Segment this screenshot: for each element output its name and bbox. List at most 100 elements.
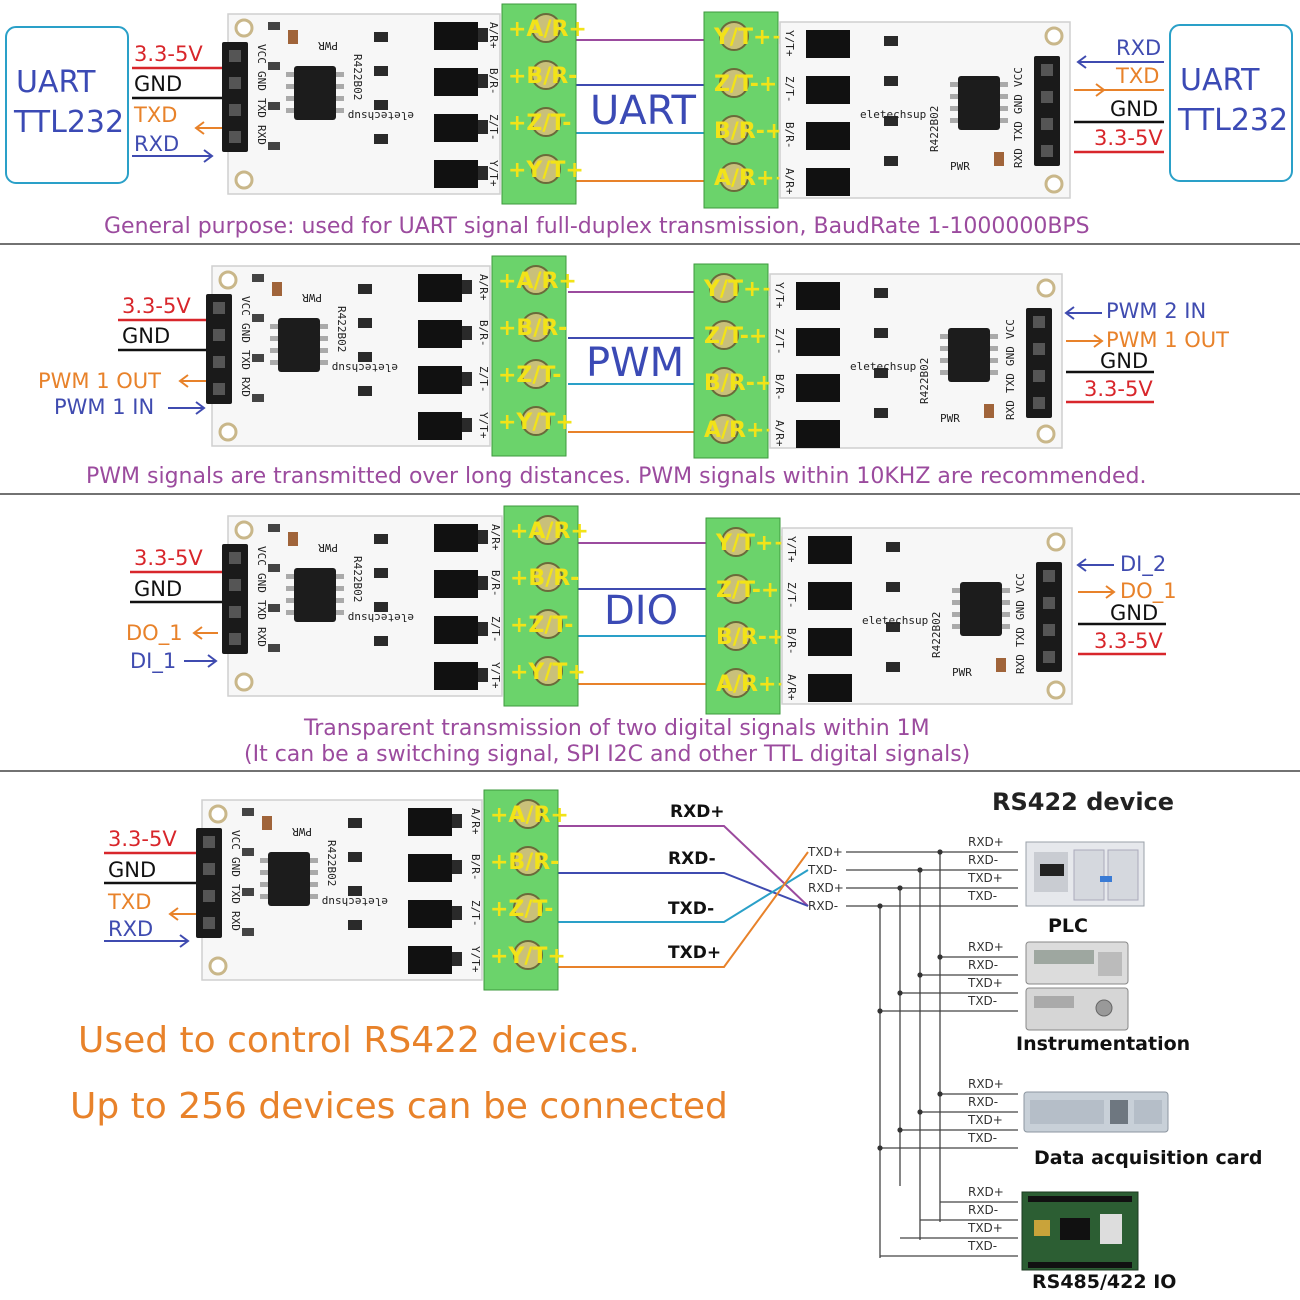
terminal-label-3: +Y/T+ — [498, 410, 574, 435]
section-dio: 3.3-5V GND DO_1 DI_1 DI_2 DO_1 GND 3.3-5… — [126, 542, 1177, 767]
s3-left-gnd: GND — [134, 577, 182, 601]
s3-right-do1: DO_1 — [1120, 579, 1177, 604]
device-bus-label: RXD- — [968, 853, 998, 867]
bus-label-txdm: TXD- — [807, 863, 837, 877]
pin-label-gnd: GND — [1012, 94, 1025, 114]
s1-left-gnd: GND — [134, 72, 182, 96]
bus-lines — [846, 851, 1018, 1258]
s2-caption: PWM signals are transmitted over long di… — [86, 464, 1146, 489]
board-s3-left: VCCGNDTXDRXDR422B02PWReletechsupA/R+B/R-… — [222, 505, 589, 707]
s1-left-txd: TXD — [133, 103, 177, 127]
chip-label: R422B02 — [335, 306, 348, 352]
device-bus-label: TXD- — [967, 889, 997, 903]
terminal-label-0: +A/R+ — [508, 17, 587, 42]
terminal-label-2: B/R-+ — [716, 625, 785, 650]
brand-label: eletechsup — [322, 895, 388, 908]
pin-label-txd: TXD — [229, 884, 242, 904]
brand-label: eletechsup — [348, 611, 414, 624]
terminal-label-0: Y/T++ — [713, 25, 790, 50]
brand-label: eletechsup — [332, 361, 398, 374]
s1-caption: General purpose: used for UART signal fu… — [104, 214, 1090, 239]
s2-left-pwmin: PWM 1 IN — [54, 395, 154, 419]
pin-label-txd: TXD — [255, 98, 268, 118]
s3-right-vcc: 3.3-5V — [1094, 629, 1163, 653]
s1-left-rxd-arrow — [203, 149, 214, 163]
edge-label-0: Y/T+ — [785, 536, 798, 563]
edge-label-2: Z/T- — [489, 616, 502, 643]
pwr-label: PWR — [292, 825, 312, 838]
chip — [294, 66, 336, 120]
terminal-label-1: Z/T-+ — [714, 72, 777, 97]
pin-label-gnd: GND — [255, 71, 268, 91]
pin-header — [1034, 56, 1060, 166]
s1-left-txd-arrow — [194, 121, 205, 135]
s4-wire-label-txdm: TXD- — [668, 899, 714, 919]
s1-right-rxd-arrow — [1076, 55, 1087, 69]
brand-label: eletechsup — [850, 360, 916, 373]
pin-header — [196, 828, 222, 938]
edge-label-3: A/R+ — [783, 168, 796, 195]
s4-left-rxd-arrow — [179, 934, 190, 948]
edge-label-1: Z/T- — [773, 328, 786, 355]
pin-label-gnd: GND — [1004, 346, 1017, 366]
terminal-label-2: +Z/T- — [510, 613, 573, 638]
edge-label-1: B/R- — [489, 570, 502, 597]
edge-label-2: B/R- — [783, 122, 796, 149]
pin-label-vcc: VCC — [239, 296, 252, 316]
pwr-label: PWR — [302, 291, 322, 304]
terminal-label-3: +Y/T+ — [490, 944, 566, 969]
device-bus-label: TXD+ — [967, 976, 1003, 990]
device-bus-label: RXD+ — [968, 1185, 1004, 1199]
device-bus-label: RXD- — [968, 958, 998, 972]
edge-label-3: Y/T+ — [469, 946, 482, 973]
note-control: Used to control RS422 devices. — [78, 1020, 640, 1061]
s2-right-pwm2in: PWM 2 IN — [1106, 299, 1206, 323]
s3-right-do1-arrow — [1105, 585, 1116, 599]
s1-right-txd: TXD — [1115, 64, 1159, 88]
pin-label-rxd: RXD — [1014, 654, 1027, 674]
s2-right-gnd: GND — [1100, 349, 1148, 373]
pin-label-rxd: RXD — [239, 377, 252, 397]
terminal-label-2: B/R-+ — [714, 119, 783, 144]
board-s1-right: Y/T++Z/T-+B/R-+A/R++Y/T+Z/T-B/R-A/R+R422… — [703, 11, 1071, 209]
s1-right-rxd: RXD — [1116, 36, 1161, 60]
pin-header — [206, 294, 232, 404]
brand-label: eletechsup — [348, 109, 414, 122]
chip — [294, 568, 336, 622]
s4-wire-label-txdp: TXD+ — [668, 943, 721, 963]
device-bus-label: RXD+ — [968, 835, 1004, 849]
edge-label-2: Z/T- — [487, 114, 500, 141]
board-s2-right: Y/T++Z/T-+B/R-+A/R++Y/T+Z/T-B/R-A/R+R422… — [693, 263, 1063, 459]
terminal-label-3: +Y/T+ — [510, 660, 586, 685]
terminal-label-3: +Y/T+ — [508, 158, 584, 183]
s1-right-vcc: 3.3-5V — [1094, 126, 1163, 150]
s2-left-pwmout-arrow — [178, 374, 189, 388]
terminal-label-1: Z/T-+ — [716, 578, 779, 603]
chip — [948, 328, 990, 382]
pin-label-vcc: VCC — [1004, 319, 1017, 339]
s2-left-pwmin-arrow — [195, 401, 206, 415]
pin-label-gnd: GND — [1014, 600, 1027, 620]
device-bus-label: TXD- — [967, 994, 997, 1008]
terminal-label-2: +Z/T- — [490, 897, 553, 922]
device-instrumentation-label: Instrumentation — [1016, 1033, 1190, 1055]
brand-label: eletechsup — [860, 108, 926, 121]
pin-label-gnd: GND — [255, 573, 268, 593]
chip-label: R422B02 — [930, 612, 943, 658]
s2-right-pwm1out-arrow — [1093, 334, 1104, 348]
brand-label: eletechsup — [862, 614, 928, 627]
device-bus-label: TXD+ — [967, 871, 1003, 885]
rs485-io-board-icon — [1021, 1191, 1139, 1271]
s2-right-pwm2in-arrow — [1064, 306, 1075, 320]
edge-label-0: Y/T+ — [773, 282, 786, 309]
edge-label-1: Z/T- — [783, 76, 796, 103]
s3-right-di2-arrow — [1076, 558, 1087, 572]
instrumentation-icon — [1025, 941, 1129, 1031]
s4-left-txd-arrow — [168, 907, 179, 921]
pin-label-txd: TXD — [1014, 627, 1027, 647]
chip-label: R422B02 — [918, 358, 931, 404]
device-bus-label: TXD- — [967, 1131, 997, 1145]
s3-left-do1: DO_1 — [126, 621, 183, 646]
s4-left-rxd: RXD — [108, 917, 153, 941]
